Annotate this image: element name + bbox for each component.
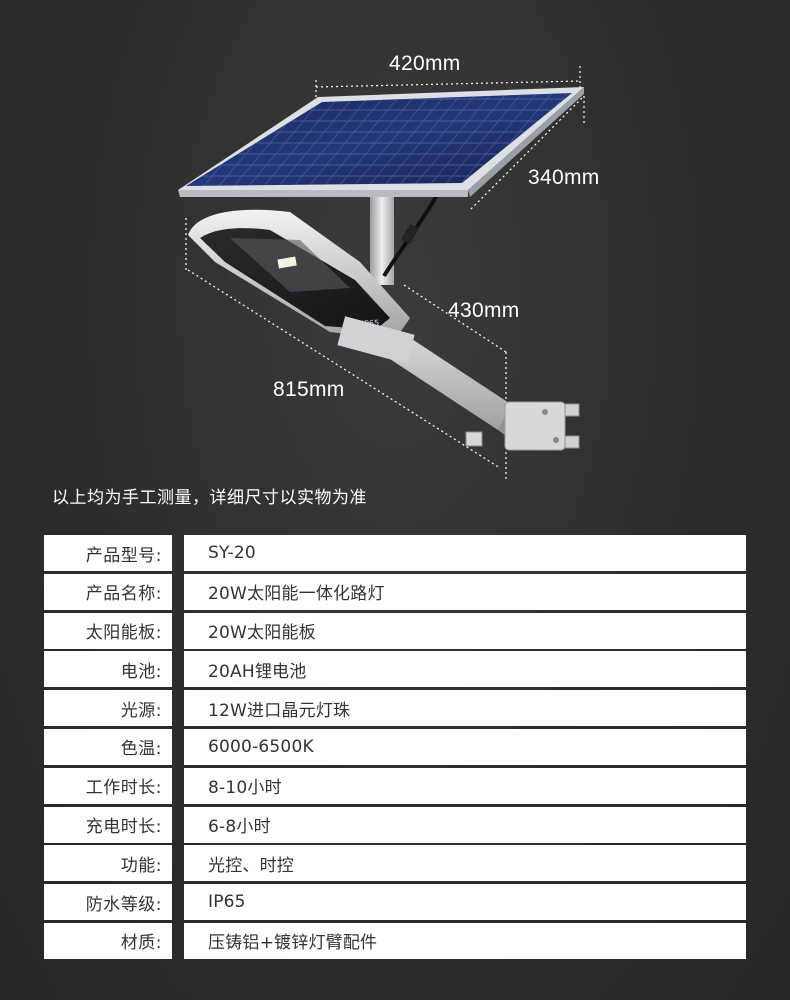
spec-value: IP65 <box>184 884 746 921</box>
dim-total-label: 815mm <box>273 378 345 401</box>
spec-row-color-temp: 色温: 6000-6500K <box>44 728 746 765</box>
spec-row-light-source: 光源: 12W进口晶元灯珠 <box>44 690 746 727</box>
spec-value: 光控、时控 <box>184 845 746 882</box>
spec-row-function: 功能: 光控、时控 <box>44 845 746 882</box>
spec-table: 产品型号: SY-20 产品名称: 20W太阳能一体化路灯 太阳能板: 20W太… <box>44 535 746 962</box>
spec-label: 电池: <box>44 651 172 688</box>
spec-value: 8-10小时 <box>184 767 746 804</box>
solar-street-light-image: IP65 <box>178 66 585 480</box>
spec-label: 产品型号: <box>44 535 172 571</box>
spec-value: 6-8小时 <box>184 806 746 843</box>
spec-value: 20AH锂电池 <box>184 651 746 688</box>
spec-label: 产品名称: <box>44 573 172 610</box>
spec-value: 压铸铝+镀锌灯臂配件 <box>184 922 746 959</box>
solar-panel <box>178 87 584 197</box>
spec-row-waterproof: 防水等级: IP65 <box>44 884 746 921</box>
spec-row-solar-panel: 太阳能板: 20W太阳能板 <box>44 612 746 649</box>
spec-value: 20W太阳能板 <box>184 612 746 649</box>
product-illustration: IP65 420mm 340mm 430mm 815mm <box>0 0 790 480</box>
spec-value: 12W进口晶元灯珠 <box>184 690 746 727</box>
spec-label: 材质: <box>44 922 172 959</box>
dim-arm-label: 430mm <box>448 299 520 322</box>
lamp-head: IP65 <box>188 209 415 364</box>
spec-row-model: 产品型号: SY-20 <box>44 535 746 571</box>
spec-label: 工作时长: <box>44 767 172 804</box>
spec-row-battery: 电池: 20AH锂电池 <box>44 651 746 688</box>
spec-label: 光源: <box>44 690 172 727</box>
spec-label: 色温: <box>44 728 172 765</box>
dim-width-label: 420mm <box>389 52 461 75</box>
spec-row-name: 产品名称: 20W太阳能一体化路灯 <box>44 573 746 610</box>
spec-label: 充电时长: <box>44 806 172 843</box>
spec-row-charge-time: 充电时长: 6-8小时 <box>44 806 746 843</box>
spec-value: 6000-6500K <box>184 728 746 765</box>
spec-value: SY-20 <box>184 535 746 571</box>
spec-label: 防水等级: <box>44 884 172 921</box>
spec-value: 20W太阳能一体化路灯 <box>184 573 746 610</box>
pole <box>370 190 394 285</box>
spec-row-work-time: 工作时长: 8-10小时 <box>44 767 746 804</box>
dimension-lines <box>185 66 585 480</box>
spec-label: 功能: <box>44 845 172 882</box>
dim-depth-label: 340mm <box>528 166 600 189</box>
spec-label: 太阳能板: <box>44 612 172 649</box>
measurement-note: 以上均为手工测量，详细尺寸以实物为准 <box>52 488 367 508</box>
spec-row-material: 材质: 压铸铝+镀锌灯臂配件 <box>44 922 746 959</box>
